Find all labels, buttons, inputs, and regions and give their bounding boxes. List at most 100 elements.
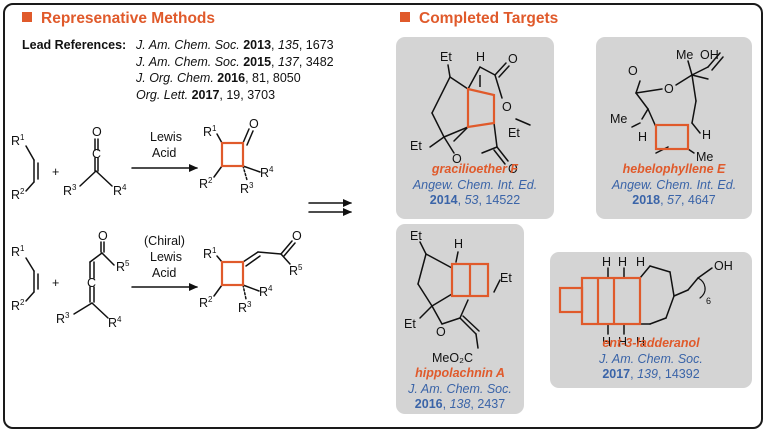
h-label: H (454, 237, 463, 251)
p2-r3-label: R3 (238, 300, 252, 315)
ketene-oxygen: O (92, 125, 102, 139)
ref-volume: 81 (252, 71, 266, 86)
target-caption: hippolachnin A J. Am. Chem. Soc. 2016, 1… (396, 366, 524, 413)
bond (25, 181, 35, 192)
h-label: H (602, 335, 611, 349)
p2-oxygen: O (292, 229, 302, 243)
target-citation: 2016, 138, 2437 (414, 397, 506, 411)
hebelophyllene-e-structure: O O Me OH Me H H Me (610, 48, 724, 164)
gracilioether-f-structure: Et H O O Et Et O O (410, 50, 531, 176)
r2-r4-label: R4 (108, 315, 122, 330)
bond (283, 242, 296, 257)
ref-journal: J. Org. Chem. (136, 71, 214, 86)
o-label: O (508, 162, 518, 176)
plus-sign-1: + (52, 165, 59, 179)
et-label: Et (404, 317, 416, 331)
o-label: O (502, 100, 512, 114)
bond (213, 284, 223, 297)
repeat-count-label: 6 (706, 296, 711, 306)
et-label: Et (440, 50, 452, 64)
h-label: H (602, 255, 611, 269)
r1-label: R1 (11, 133, 25, 148)
o-label: O (452, 152, 462, 166)
p2-r1-label: R1 (203, 246, 217, 261)
bond (213, 165, 223, 178)
target-card-gracilioether-f: Et H O O Et Et O O gracilioether F Angew… (396, 37, 554, 219)
r4-label: R4 (113, 183, 127, 198)
p1-r1-label: R1 (203, 124, 217, 139)
citation-year: 2017 (602, 367, 631, 381)
cyclobutane-ring-1 (220, 141, 245, 168)
target-caption: gracilioether F Angew. Chem. Int. Ed. 20… (396, 162, 554, 209)
ref-year: 2015 (243, 54, 272, 69)
bond (242, 284, 260, 292)
et-label: Et (508, 126, 520, 140)
ketene-carbon: C (92, 147, 101, 161)
target-citation: 2017, 139, 14392 (602, 367, 700, 381)
citation-volume: 53 (464, 193, 479, 207)
h-label: H (638, 130, 647, 144)
lead-ref-4: Org. Lett. 2017, 19, 3703 (136, 87, 276, 102)
citation-volume: 138 (449, 397, 471, 411)
ref-year: 2016 (217, 71, 246, 86)
methods-title: Represenative Methods (22, 10, 215, 28)
bond (95, 170, 113, 187)
bond (91, 302, 109, 319)
target-citation: 2018, 57, 4647 (632, 193, 716, 207)
et-label: Et (500, 271, 512, 285)
ref-volume: 137 (277, 54, 299, 69)
oh-label: OH (700, 48, 719, 62)
bond (242, 251, 259, 263)
target-caption: hebelophyllene E Angew. Chem. Int. Ed. 2… (596, 162, 752, 209)
ref-year: 2017 (191, 87, 220, 102)
r2-label: R2 (11, 187, 25, 202)
target-caption: ent-3-ladderanol J. Am. Chem. Soc. 2017,… (550, 336, 752, 383)
bond (79, 170, 97, 187)
r2-r3-label: R3 (56, 311, 70, 326)
target-journal: J. Am. Chem. Soc. (599, 351, 703, 366)
reagent-acid: Acid (152, 146, 176, 160)
target-name: gracilioether F (431, 162, 519, 176)
bond (242, 165, 248, 181)
target-citation: 2014, 53, 14522 (429, 193, 521, 207)
citation-page: 14522 (485, 193, 521, 207)
cyclobutane-ring-2 (220, 260, 245, 287)
target-journal: Angew. Chem. Int. Ed. (412, 177, 538, 192)
p1-r2-label: R2 (199, 176, 213, 191)
lead-label: Lead References: (22, 38, 127, 52)
citation-page: 14392 (664, 367, 700, 381)
ref-page: 8050 (272, 71, 301, 86)
lead-ref-3: J. Org. Chem. 2016, 81, 8050 (136, 71, 301, 86)
oh-label: OH (714, 259, 733, 273)
h-label: H (636, 255, 645, 269)
bond (242, 128, 250, 144)
r5-label: R5 (116, 259, 130, 274)
citation-volume: 139 (637, 367, 658, 381)
h-label: H (476, 50, 485, 64)
figure-frame (3, 3, 763, 429)
target-journal: J. Am. Chem. Soc. (408, 381, 512, 396)
p1-oxygen: O (249, 117, 259, 131)
p1-r4-label: R4 (260, 165, 274, 180)
p2-r2-label: R2 (199, 295, 213, 310)
r3-label: R3 (63, 183, 77, 198)
citation-page: 2437 (477, 397, 506, 411)
citation-year: 2016 (414, 397, 443, 411)
ref-journal: J. Am. Chem. Soc. (136, 54, 240, 69)
bond (280, 253, 291, 265)
bond (25, 257, 35, 272)
target-name: hebelophyllene E (622, 162, 726, 176)
plus-sign-2: + (52, 276, 59, 290)
target-card-hippolachnin-a: Et H Et Et O MeO₂C hippolachnin A J. Am.… (396, 224, 524, 414)
p2-r4-label: R4 (259, 284, 273, 299)
methods-title-text: Represenative Methods (41, 10, 215, 27)
h-label: H (618, 255, 627, 269)
me-label: Me (610, 112, 627, 126)
ref-year: 2013 (243, 38, 272, 52)
o-label: O (436, 325, 446, 339)
r2-r2-label: R2 (11, 298, 25, 313)
h-label: H (636, 335, 645, 349)
allene-oxygen: O (98, 229, 108, 243)
reagent-acid-2: Acid (152, 266, 176, 280)
